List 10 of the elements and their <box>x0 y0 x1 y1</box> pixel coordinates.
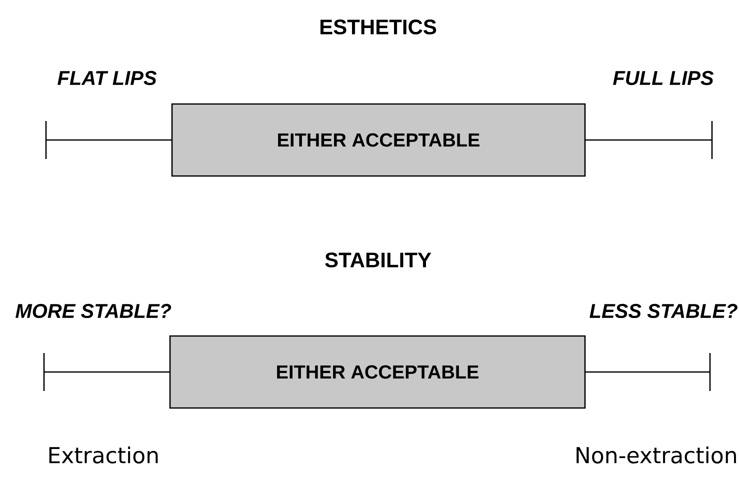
section-heading: ESTHETICS <box>320 20 436 34</box>
end-label: FULL LIPS <box>613 70 714 86</box>
section-heading: STABILITY <box>325 252 432 268</box>
end-label: FLAT LIPS <box>58 70 157 86</box>
axis-label: Extraction <box>49 446 158 464</box>
end-label: MORE STABLE? <box>16 304 172 318</box>
axis-label: Non-extraction <box>576 446 736 464</box>
end-label: LESS STABLE? <box>590 304 738 318</box>
range-box: EITHER ACCEPTABLE <box>171 103 586 177</box>
range-box: EITHER ACCEPTABLE <box>169 335 586 409</box>
